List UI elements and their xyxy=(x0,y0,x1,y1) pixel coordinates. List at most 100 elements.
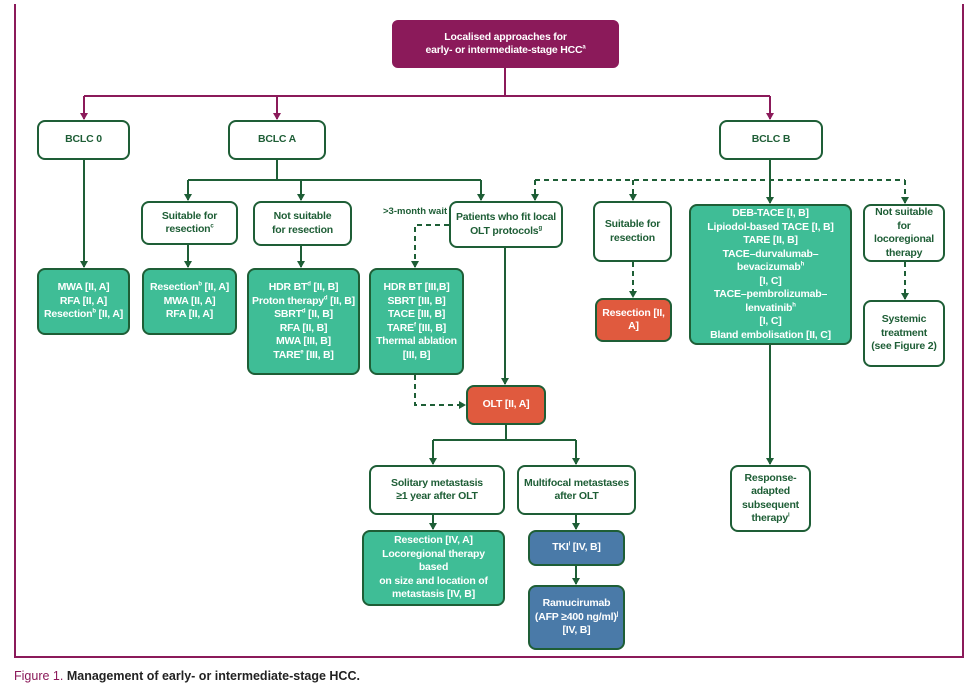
line-text: [II, B] xyxy=(305,308,333,320)
line-text: [II, A] xyxy=(201,281,230,294)
line-text: Systemic xyxy=(881,313,927,326)
box-line: adapted xyxy=(751,485,790,499)
box-bclca: BCLC A xyxy=(228,120,326,160)
box-line: Patients who fit local xyxy=(456,211,556,225)
line-text: [III, B] xyxy=(415,321,447,334)
line-text: resection xyxy=(610,231,655,244)
line-text: [I, C] xyxy=(759,315,782,327)
box-line: Resection [II, A] xyxy=(600,307,667,334)
line-text: on size and location of xyxy=(379,574,488,587)
line-text: BCLC 0 xyxy=(65,133,102,146)
box-line: BCLC B xyxy=(751,133,791,147)
box-line: OLT protocolsg xyxy=(470,225,542,239)
box-line: TAREe [III, B] xyxy=(273,348,334,363)
box-line: Resection [IV, A] xyxy=(394,534,473,548)
box-line: BCLC 0 xyxy=(65,133,102,147)
box-tki: TKIi [IV, B] xyxy=(528,530,625,566)
line-text: Multifocal metastases xyxy=(524,476,629,489)
footnote-mark: j xyxy=(616,611,619,618)
footnote-mark: f xyxy=(413,322,416,328)
line-text: Suitable for xyxy=(604,218,661,230)
line-text: metastasis [IV, B] xyxy=(392,588,475,601)
line-text: Locoregional therapy based xyxy=(382,547,485,574)
box-line: Resectionb [II, A] xyxy=(44,308,123,322)
line-text: SBRT xyxy=(274,308,302,320)
box-line: metastasis [IV, B] xyxy=(392,588,475,602)
footnote-mark: d xyxy=(323,295,328,301)
figure-number: Figure 1. xyxy=(14,669,64,683)
box-line: TACE [III, B] xyxy=(388,308,445,322)
connector xyxy=(188,160,481,181)
box-line: Lipiodol-based TACE [I, B] xyxy=(707,220,834,235)
footnote-mark: a xyxy=(582,44,586,51)
box-line: MWA [III, B] xyxy=(276,335,331,349)
box-bclcb: BCLC B xyxy=(719,120,823,160)
box-line: (AFP ≥400 ng/ml)j xyxy=(535,611,618,625)
box-line: for resection xyxy=(272,224,333,238)
box-tA2: HDR BTd [II, B]Proton therapyd [II, B]SB… xyxy=(247,268,360,375)
box-line: after OLT xyxy=(554,490,598,504)
box-line: [I, C] xyxy=(759,275,781,289)
line-text: Resection [II, A] xyxy=(602,306,665,333)
box-line: HDR BT [III,B] xyxy=(383,281,449,295)
line-text: TARE xyxy=(273,348,301,361)
box-line: treatment xyxy=(881,327,927,341)
line-text: Not suitable for xyxy=(875,206,933,232)
line-text: Patients who fit local xyxy=(455,211,557,223)
line-text: Thermal ablation xyxy=(376,335,457,347)
box-olt: OLT [II, A] xyxy=(466,385,546,425)
box-line: RFA [II, B] xyxy=(280,322,328,336)
line-text: therapy xyxy=(751,512,789,524)
line-text: MWA [II, A] xyxy=(57,281,110,294)
line-text: TKI xyxy=(552,541,569,554)
box-line: BCLC A xyxy=(258,133,296,147)
line-text: OLT [II, A] xyxy=(482,398,530,411)
box-line: SBRT [III, B] xyxy=(387,295,445,309)
line-text: BCLC A xyxy=(257,133,297,146)
box-line: Suitable for xyxy=(162,210,218,224)
figure-caption: Figure 1. Management of early- or interm… xyxy=(14,669,360,683)
line-text: Ramucirumab xyxy=(542,597,611,610)
line-text: Solitary metastasis xyxy=(391,476,483,489)
line-text: HDR BT xyxy=(268,281,308,293)
box-line: SBRTd [II, B] xyxy=(274,308,333,322)
box-solitary: Solitary metastasis≥1 year after OLT xyxy=(369,465,505,515)
box-line: Not suitable for xyxy=(868,206,940,233)
line-text: TACE–pembrolizumab–lenvatinib xyxy=(713,288,828,314)
line-text: [II, B] xyxy=(327,294,355,307)
footnote-mark: i xyxy=(568,541,571,548)
line-text: Resection [IV, A] xyxy=(394,534,473,547)
box-line: TAREf [III, B] xyxy=(387,322,446,336)
footnote-mark: d xyxy=(307,281,311,288)
box-line: therapyi xyxy=(752,512,790,526)
box-line: Resectionb [II, A] xyxy=(150,281,229,295)
box-resIV: Resection [IV, A]Locoregional therapy ba… xyxy=(362,530,505,606)
box-line: MWA [II, A] xyxy=(58,281,110,295)
line-text: Not suitable xyxy=(273,210,332,222)
box-line: Response- xyxy=(745,472,797,486)
line-text: Localised approaches for xyxy=(444,30,567,43)
dashed-arrow xyxy=(411,224,449,268)
line-text: [III, B] xyxy=(303,348,334,361)
box-line: Proton therapyd [II, B] xyxy=(252,295,355,309)
line-text: therapy xyxy=(885,246,923,259)
line-text: after OLT xyxy=(554,490,599,502)
line-text: MWA [III, B] xyxy=(276,335,331,347)
footnote-mark: h xyxy=(800,261,805,268)
box-line: Ramucirumab xyxy=(543,597,611,611)
line-text: BCLC B xyxy=(751,133,791,146)
line-text: treatment xyxy=(880,326,928,339)
line-text: RFA [II, A] xyxy=(59,294,108,307)
line-text: for resection xyxy=(272,223,333,236)
box-line: subsequent xyxy=(742,499,799,513)
footnote-mark: b xyxy=(198,281,202,288)
line-text: Lipiodol-based TACE [I, B] xyxy=(707,220,834,233)
box-line: Multifocal metastases xyxy=(524,477,629,491)
line-text: OLT protocols xyxy=(470,224,539,237)
